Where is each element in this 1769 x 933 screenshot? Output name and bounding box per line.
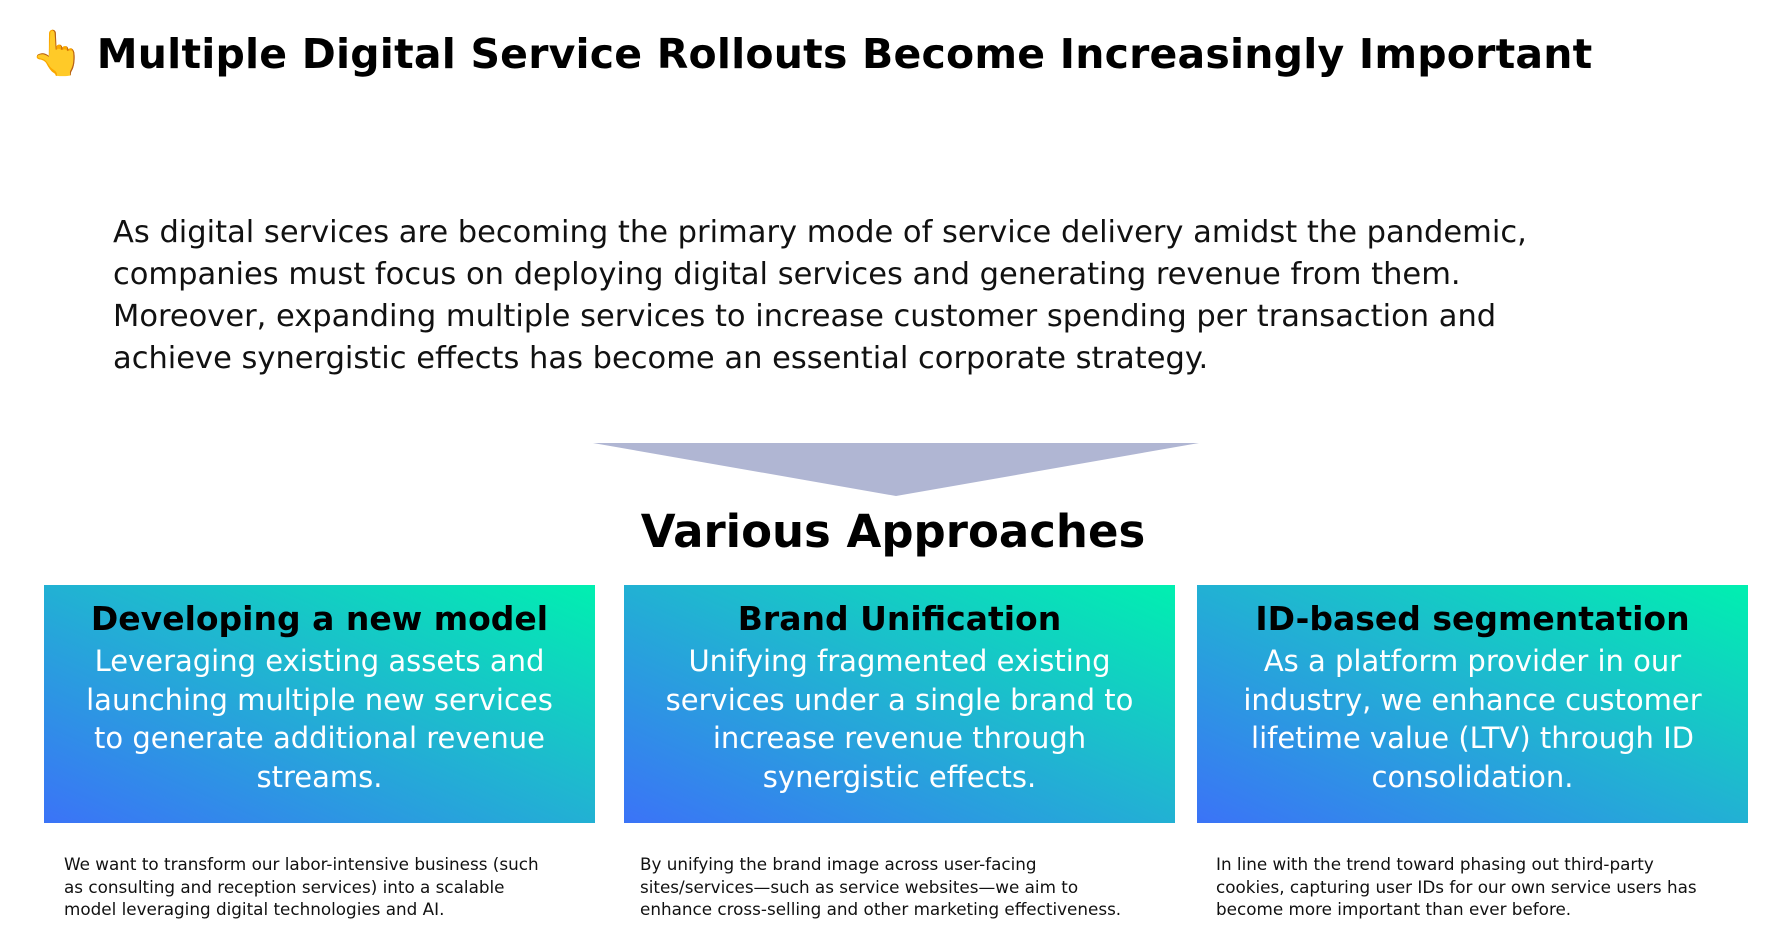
card-note: In line with the trend toward phasing ou… [1216,853,1697,921]
intro-line: Moreover, expanding multiple services to… [113,299,1497,334]
down-arrow-icon [593,443,1199,496]
card-body-line: launching multiple new services [86,682,553,717]
card-body-line: Unifying fragmented existing [688,644,1111,678]
card-body-line: industry, we enhance customer [1243,682,1702,717]
intro-line: As digital services are becoming the pri… [113,215,1527,250]
note-line: model leveraging digital technologies an… [64,899,445,920]
card-body: As a platform provider in our industry, … [1197,642,1748,796]
note-line: We want to transform our labor-intensive… [64,854,539,874]
note-line: sites/services—such as service websites—… [640,876,1079,897]
section-title: Various Approaches [640,505,1146,558]
card-body: Unifying fragmented existing services un… [624,642,1175,796]
note-line: cookies, capturing user IDs for our own … [1216,876,1697,897]
card-body-line: synergistic effects. [762,759,1037,794]
approach-card-new-model: Developing a new model Leveraging existi… [44,585,595,823]
card-body-line: lifetime value (LTV) through ID [1251,721,1694,755]
intro-line: companies must focus on deploying digita… [113,257,1461,292]
note-line: By unifying the brand image across user-… [640,854,1037,874]
card-title: Developing a new model [90,599,549,638]
card-body-line: consolidation. [1371,759,1574,794]
card-body-line: streams. [256,759,383,794]
card-body: Leveraging existing assets and launching… [44,642,595,796]
intro-line: achieve synergistic effects has become a… [113,341,1209,376]
card-title: Brand Unification [737,599,1062,638]
note-line: as consulting and reception services) in… [64,876,505,897]
page-title: Multiple Digital Service Rollouts Become… [96,30,1593,78]
approach-card-id-segmentation: ID-based segmentation As a platform prov… [1197,585,1748,823]
note-line: enhance cross-selling and other marketin… [640,899,1122,920]
note-line: In line with the trend toward phasing ou… [1216,854,1654,874]
card-body-line: Leveraging existing assets and [94,644,545,678]
intro-paragraph: As digital services are becoming the pri… [113,212,1527,380]
card-title: ID-based segmentation [1255,599,1690,638]
card-body-line: services under a single brand to [665,682,1134,717]
card-note: We want to transform our labor-intensive… [64,853,539,921]
page-header: 👆 Multiple Digital Service Rollouts Beco… [30,30,1592,78]
card-body-line: to generate additional revenue [94,721,545,755]
card-body-line: As a platform provider in our [1263,644,1682,678]
card-note: By unifying the brand image across user-… [640,853,1121,921]
note-line: become more important than ever before. [1216,899,1572,920]
pointing-up-hand-icon: 👆 [30,28,85,79]
card-body-line: increase revenue through [712,721,1087,755]
approach-card-brand-unification: Brand Unification Unifying fragmented ex… [624,585,1175,823]
